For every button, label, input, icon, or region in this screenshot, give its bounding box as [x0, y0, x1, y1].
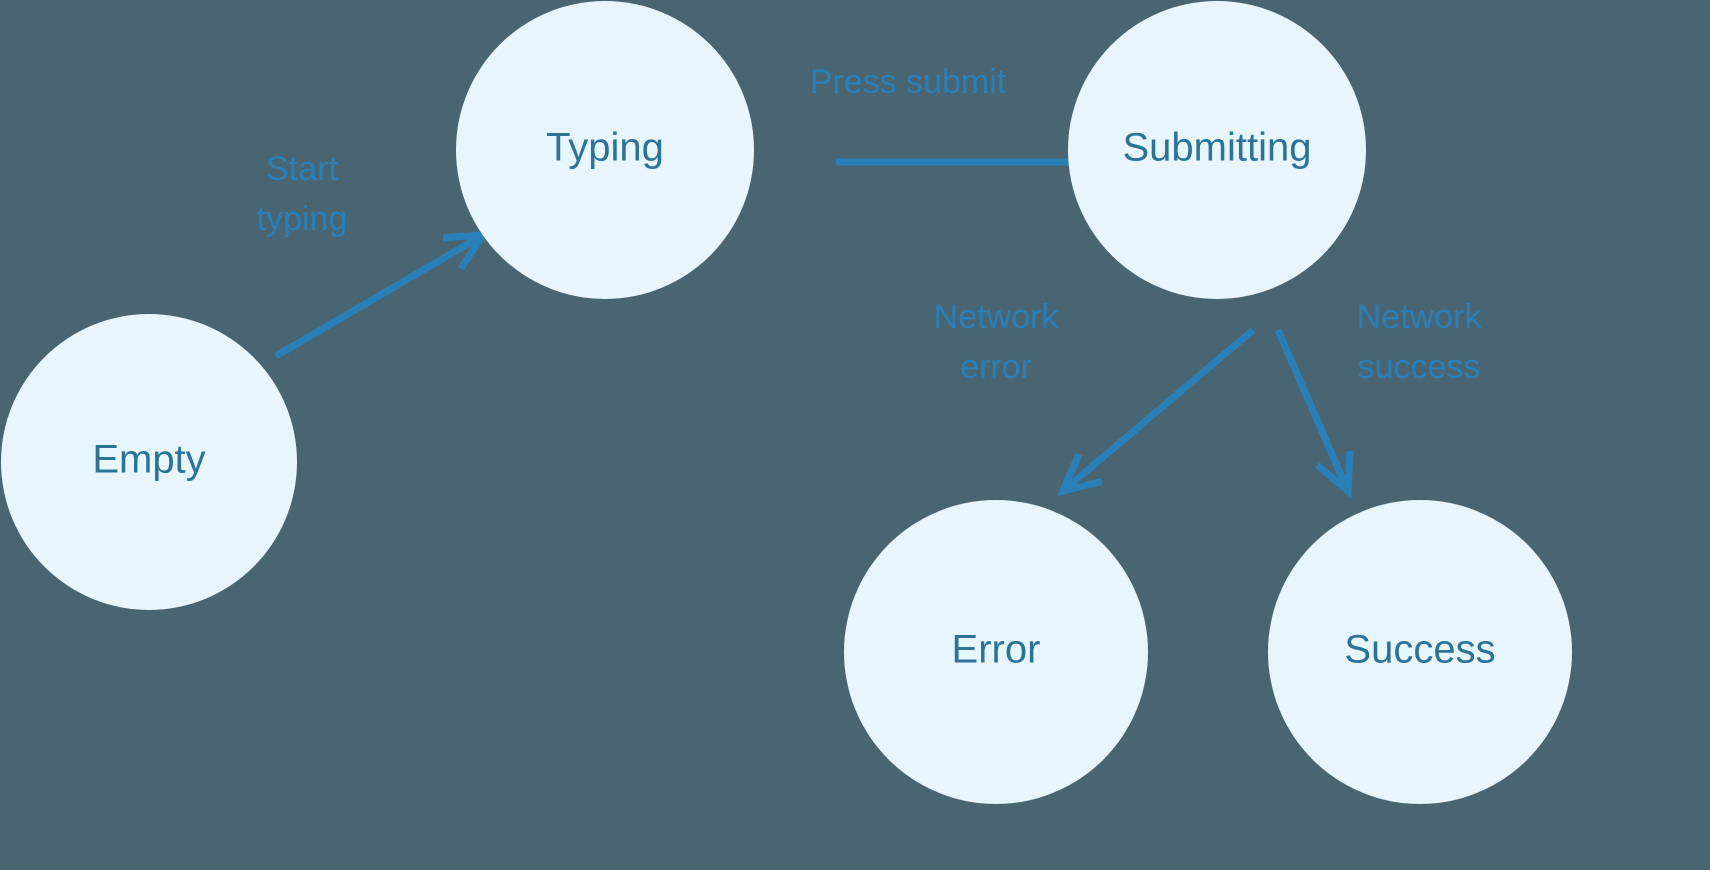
node-success[interactable]: Success [1268, 500, 1572, 804]
edge-line [274, 231, 485, 360]
node-label-submitting: Submitting [1123, 126, 1312, 170]
node-circle-submitting[interactable] [1068, 1, 1366, 299]
node-label-typing: Typing [546, 126, 664, 170]
edge-label-line: success [1358, 348, 1481, 386]
edge-label-line: error [960, 348, 1032, 386]
node-empty[interactable]: Empty [1, 314, 297, 610]
node-error[interactable]: Error [844, 500, 1148, 804]
node-circle-error[interactable] [844, 500, 1148, 804]
edges-layer [274, 141, 1354, 499]
node-circle-empty[interactable] [1, 314, 297, 610]
edge-arrowhead [1056, 452, 1103, 497]
edge-label-line: typing [257, 200, 348, 238]
node-label-error: Error [952, 628, 1041, 672]
edge-label-submitting-to-error: Network error [934, 298, 1060, 386]
edge-empty-to-typing [274, 231, 490, 360]
edge-line [1060, 327, 1256, 494]
edge-label-line: Press submit [810, 63, 1007, 101]
edge-label-line: Network [1357, 298, 1483, 336]
edge-label-line: Start [266, 150, 338, 188]
node-label-empty: Empty [92, 438, 205, 482]
edge-line [1274, 328, 1352, 493]
node-typing[interactable]: Typing [456, 1, 754, 299]
edge-submitting-to-error [1056, 327, 1256, 497]
edge-arrowhead [1315, 450, 1354, 499]
edge-label-line: Network [934, 298, 1060, 336]
edge-label-submitting-to-success: Network success [1357, 298, 1483, 386]
node-label-success: Success [1344, 628, 1495, 672]
node-submitting[interactable]: Submitting [1068, 1, 1366, 299]
node-circle-typing[interactable] [456, 1, 754, 299]
edge-submitting-to-success [1274, 328, 1354, 499]
edge-label-empty-to-typing: Start typing [257, 150, 348, 238]
node-circle-success[interactable] [1268, 500, 1572, 804]
edge-label-typing-to-submitting: Press submit [810, 63, 1007, 101]
